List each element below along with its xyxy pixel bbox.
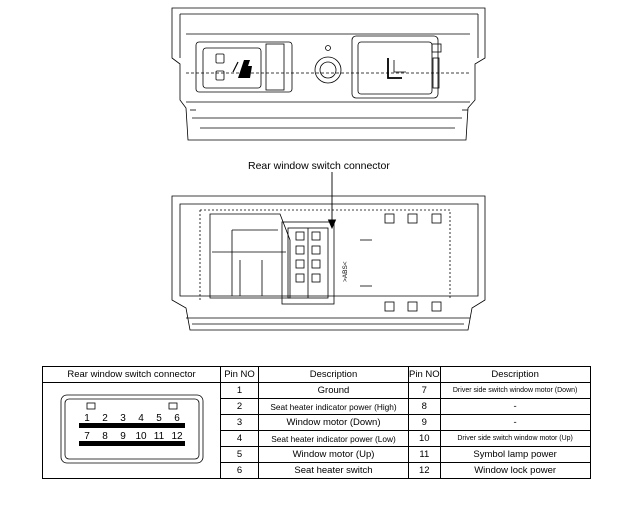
header-description-2: Description [439,366,591,383]
connector-face-drawing: 1 2 3 4 5 6 7 8 9 10 11 12 [60,394,204,464]
header-pin-no: Pin NO [220,366,259,383]
desc-right: Window lock power [439,462,591,479]
table-header-row: Rear window switch connector Pin NO Desc… [42,366,591,383]
pin-label: 7 [84,431,90,442]
pin-right: 12 [408,462,441,479]
connector-caption: Rear window switch connector [248,160,390,172]
header-pin-no-2: Pin NO [408,366,441,383]
table-row: 2 Seat heater indicator power (High) 8 - [43,398,591,415]
switch-bottom-view [171,195,486,331]
vertical-label: >ABS< [342,261,349,282]
pin-label: 1 [84,413,90,424]
pin-left: 6 [220,462,259,479]
desc-left: Seat heater indicator power (Low) [258,430,409,447]
desc-left: Seat heater indicator power (High) [258,398,409,415]
table-row: 4 Seat heater indicator power (Low) 10 D… [43,430,591,447]
table-row: 6 Seat heater switch 12 Window lock powe… [43,462,591,479]
pin-label: 3 [120,413,126,424]
desc-left: Window motor (Down) [258,414,409,431]
connector-pin-blocks [79,423,185,446]
pin-label: 10 [135,431,147,442]
pin-left: 3 [220,414,259,431]
header-description: Description [258,366,409,383]
pin-label: 11 [154,431,165,442]
pin-right: 7 [408,382,441,399]
pin-right: 8 [408,398,441,415]
pin-label: 5 [156,413,162,424]
pin-label: 12 [171,431,183,442]
desc-right: Symbol lamp power [439,446,591,463]
pin-label: 4 [138,413,144,424]
table-row: 1 2 3 4 5 6 7 8 9 10 11 12 1 Ground 7 Dr… [42,382,591,479]
pin-left: 4 [220,430,259,447]
desc-left: Window motor (Up) [258,446,409,463]
desc-left: Seat heater switch [258,462,409,479]
pin-table: Rear window switch connector Pin NO Desc… [42,366,591,479]
window-symbol-icon [232,60,252,78]
pin-left: 5 [220,446,259,463]
table-row: 5 Window motor (Up) 11 Symbol lamp power [43,446,591,463]
pin-label: 8 [102,431,108,442]
pin-left: 1 [220,382,259,399]
header-connector: Rear window switch connector [42,366,221,383]
pin-left: 2 [220,398,259,415]
caption-arrow [327,172,337,230]
desc-right: Driver side switch window motor (Down) [439,382,591,399]
pin-label: 6 [174,413,180,424]
desc-right: - [439,414,591,431]
pin-right: 10 [408,430,441,447]
pin-right: 9 [408,414,441,431]
desc-right: - [439,398,591,415]
pin-label: 9 [120,431,126,442]
desc-left: Ground [258,382,409,399]
connector-face-cell: 1 2 3 4 5 6 7 8 9 10 11 12 [42,382,221,479]
switch-top-view [171,7,486,141]
pin-label: 2 [102,413,108,424]
desc-right: Driver side switch window motor (Up) [439,430,591,447]
pin-right: 11 [408,446,441,463]
